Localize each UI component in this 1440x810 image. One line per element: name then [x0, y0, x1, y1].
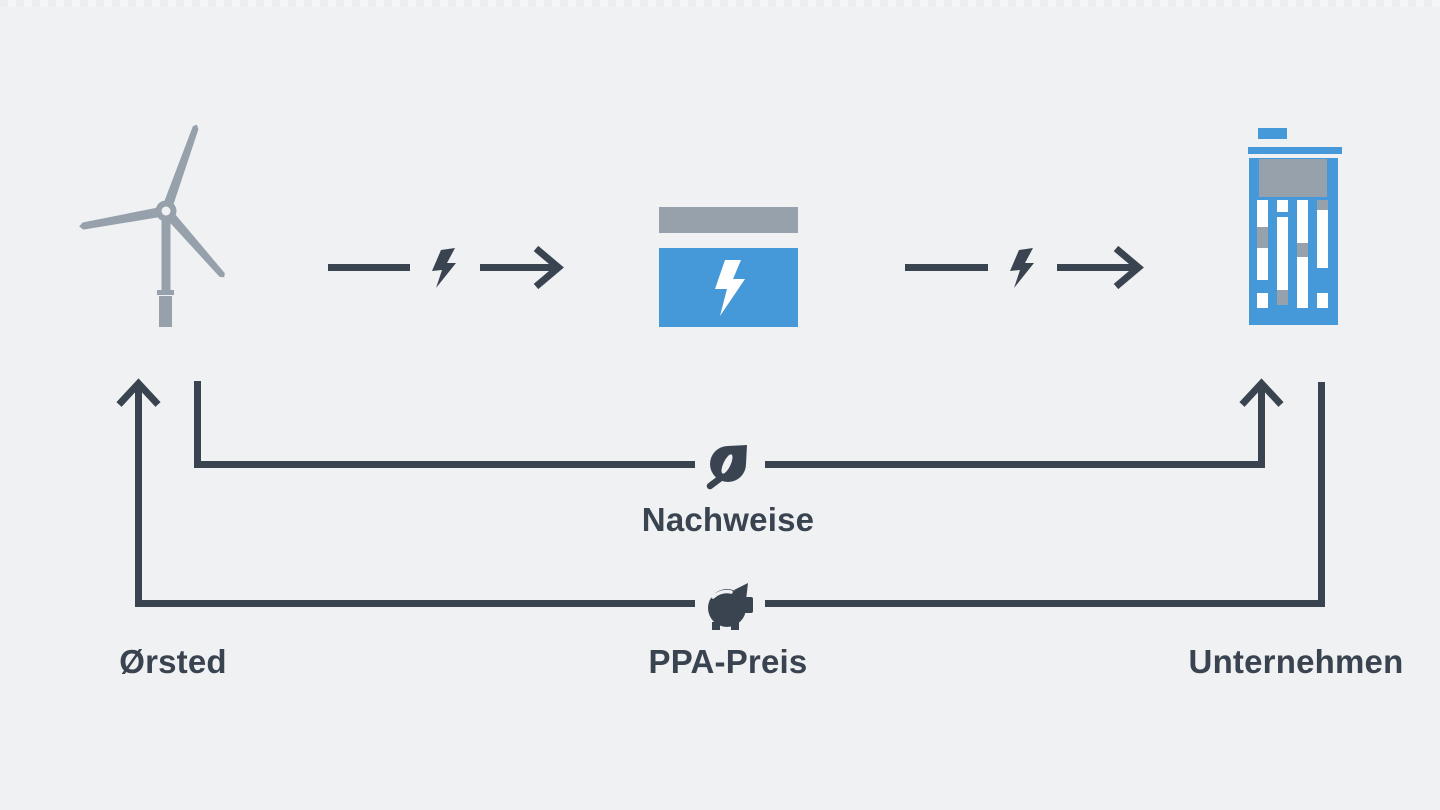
white-lightning-bolt-icon: [714, 259, 745, 316]
arrowhead-up-price: [116, 378, 161, 407]
turbine-tower: [161, 213, 171, 291]
price-line-left: [135, 389, 695, 607]
transparency-edge: [0, 0, 1440, 7]
building-roof-bar: [1248, 147, 1342, 154]
price-line-right: [765, 382, 1325, 607]
leaf-icon: [706, 445, 747, 490]
consumer-label: Unternehmen: [1188, 643, 1404, 680]
building-roof-box: [1258, 128, 1287, 139]
certificates-line-right: [765, 389, 1265, 468]
turbine-flange: [157, 290, 174, 295]
piggy-bank-icon: [708, 583, 753, 630]
turbine-blade-top: [161, 124, 199, 213]
lightning-bolt-icon: [432, 248, 456, 288]
price-label: PPA-Preis: [648, 643, 808, 680]
arrowhead-right-1: [533, 245, 564, 290]
building-top-band: [1259, 159, 1327, 197]
market-top-bar: [659, 207, 798, 233]
market-body: [659, 248, 798, 327]
office-building-icon: [1248, 128, 1342, 325]
producer-label: Ørsted: [119, 643, 227, 680]
arrowhead-right-2: [1113, 245, 1144, 290]
building-windows: [1257, 200, 1328, 308]
turbine-hub-center: [161, 206, 171, 216]
power-market-icon: [659, 207, 798, 327]
certificates-label: Nachweise: [641, 501, 815, 538]
lightning-bolt-icon: [1010, 248, 1034, 288]
turbine-blade-left: [79, 206, 167, 230]
turbine-blade-lower: [162, 207, 225, 278]
wind-turbine-icon: [79, 124, 225, 327]
turbine-base: [159, 296, 172, 327]
certificates-line-left: [194, 381, 695, 468]
arrowhead-up-certificates: [1239, 378, 1284, 407]
